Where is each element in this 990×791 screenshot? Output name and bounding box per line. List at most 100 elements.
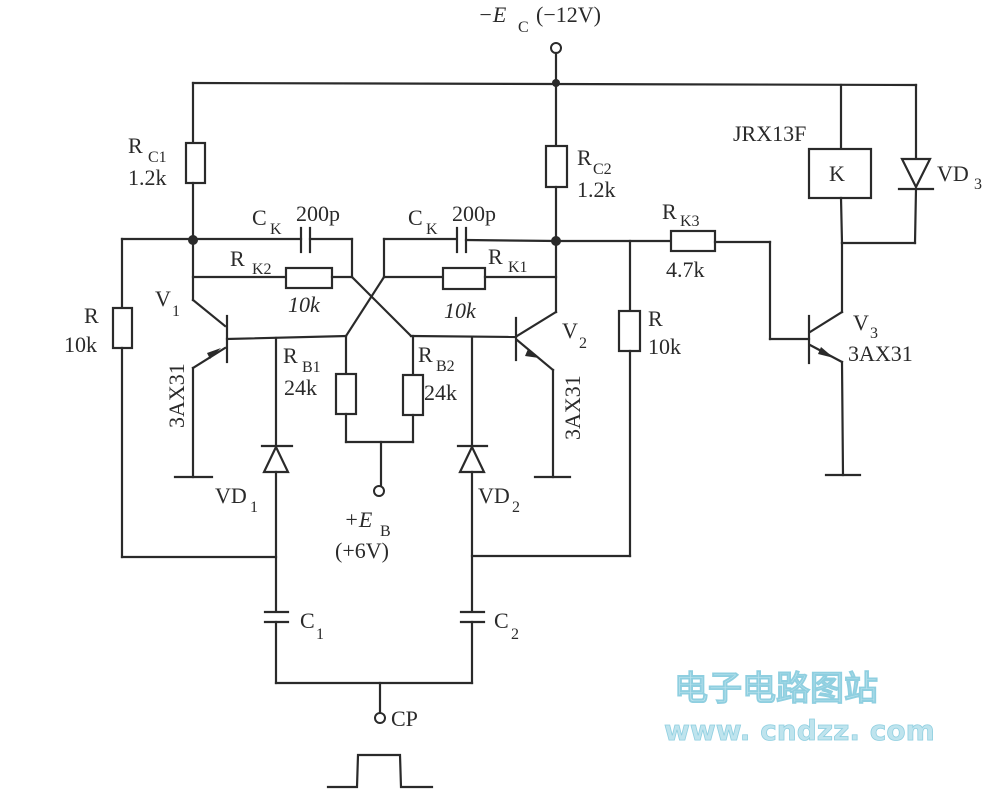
diode-vd3: VD 3 bbox=[897, 83, 982, 245]
ck-right: C K 200p bbox=[382, 201, 558, 279]
resistor-rb1: R B1 24k bbox=[283, 334, 358, 444]
ck-left-sub: K bbox=[270, 221, 282, 238]
v1-sub: 1 bbox=[172, 303, 180, 320]
rk1-label: R bbox=[488, 244, 503, 269]
rb2-sub: B2 bbox=[436, 358, 455, 375]
watermark-url: www. cndzz. com bbox=[664, 714, 935, 747]
rb1-label: R bbox=[283, 343, 298, 368]
v3-model: 3AX31 bbox=[848, 341, 913, 366]
supply-eb: +E B (+6V) bbox=[335, 485, 391, 563]
rc1-sub: C1 bbox=[148, 149, 167, 166]
watermark-title: 电子电路图站 bbox=[674, 669, 878, 709]
rk1-value: 10k bbox=[444, 298, 477, 323]
resistor-r-right: R 10k bbox=[470, 239, 681, 558]
resistor-rk2: R K2 10k bbox=[191, 246, 354, 317]
c1-sub: 1 bbox=[316, 626, 324, 643]
cp-label: CP bbox=[391, 706, 418, 731]
rc2-sub: C2 bbox=[593, 161, 612, 178]
rk1-body bbox=[441, 266, 487, 291]
rc2-label: R bbox=[577, 145, 592, 170]
rk1-sub: K1 bbox=[508, 259, 528, 276]
v2-label: V bbox=[562, 318, 578, 343]
eb-symbol: +E bbox=[344, 507, 373, 532]
cross-wire bbox=[350, 275, 413, 338]
rk3-value: 4.7k bbox=[666, 257, 705, 282]
vd2-label: VD bbox=[478, 483, 510, 508]
eb-value: (+6V) bbox=[335, 538, 389, 563]
v1-label: V bbox=[155, 286, 171, 311]
rc1-body bbox=[184, 141, 207, 185]
vd2-sub: 2 bbox=[512, 499, 520, 516]
ec-value: (−12V) bbox=[536, 2, 601, 27]
ck-right-label: C bbox=[408, 205, 423, 230]
rk2-value: 10k bbox=[288, 292, 321, 317]
diode-triangle-icon bbox=[900, 157, 932, 190]
r-left-body bbox=[111, 306, 134, 350]
resistor-rc1: R C1 1.2k bbox=[128, 81, 207, 240]
resistor-r-left: R 10k bbox=[64, 237, 278, 559]
vd3-sub: 3 bbox=[974, 176, 982, 193]
supply-ec: −E C (−12V) bbox=[478, 2, 601, 85]
pulse-waveform-icon bbox=[326, 753, 434, 789]
rc2-value: 1.2k bbox=[577, 177, 616, 202]
ec-terminal bbox=[550, 42, 562, 54]
rk3-label: R bbox=[662, 199, 677, 224]
resistor-rb2: R B2 24k bbox=[401, 334, 457, 444]
rc1-value: 1.2k bbox=[128, 165, 167, 190]
relay-model: JRX13F bbox=[733, 121, 806, 146]
rk2-sub: K2 bbox=[252, 261, 272, 278]
ec-symbol: −E bbox=[478, 2, 507, 27]
capacitor-c1: C 1 bbox=[263, 608, 324, 685]
rb2-value: 24k bbox=[424, 380, 457, 405]
rb2-body bbox=[401, 373, 425, 417]
diode-triangle-icon bbox=[262, 444, 290, 474]
relay-k-label: K bbox=[829, 161, 845, 186]
transistor-v1: V 1 3AX31 bbox=[155, 238, 348, 479]
diode-triangle-icon bbox=[458, 444, 486, 474]
ck-left-value: 200p bbox=[296, 201, 340, 226]
capacitor-c2: C 2 bbox=[459, 608, 519, 685]
v2-model: 3AX31 bbox=[560, 375, 585, 440]
rc1-label: R bbox=[128, 133, 143, 158]
v3-label: V bbox=[853, 310, 869, 335]
rb1-value: 24k bbox=[284, 375, 317, 400]
ck-right-value: 200p bbox=[452, 201, 496, 226]
v2-sub: 2 bbox=[579, 335, 587, 352]
vd3-label: VD bbox=[937, 161, 969, 186]
c2-sub: 2 bbox=[511, 626, 519, 643]
emitter-arrow-icon bbox=[207, 348, 221, 359]
resistor-rk3: R K3 4.7k bbox=[554, 199, 772, 341]
diode-vd2: VD 2 bbox=[456, 335, 520, 612]
rb1-body bbox=[334, 372, 358, 416]
rb1-sub: B1 bbox=[302, 359, 321, 376]
rk3-body bbox=[669, 229, 717, 253]
watermark: 电子电路图站 www. cndzz. com bbox=[664, 669, 936, 748]
diode-vd1: VD 1 bbox=[215, 336, 294, 612]
relay-coil-body bbox=[807, 147, 873, 200]
r-right-value: 10k bbox=[648, 334, 681, 359]
ck-left-label: C bbox=[252, 205, 267, 230]
emitter-arrow-icon bbox=[818, 347, 834, 358]
ck-left: C K 200p bbox=[120, 201, 354, 279]
cp-terminal bbox=[374, 712, 386, 724]
rb2-label: R bbox=[418, 342, 433, 367]
v1-model: 3AX31 bbox=[164, 363, 189, 428]
emitter-arrow-icon bbox=[525, 349, 539, 358]
rk3-sub: K3 bbox=[680, 213, 700, 230]
resistor-rk1: R K1 10k bbox=[382, 244, 558, 323]
transistor-v2: V 2 3AX31 bbox=[409, 239, 587, 479]
rk2-body bbox=[284, 266, 334, 290]
vd1-sub: 1 bbox=[250, 499, 258, 516]
resistor-rc2: R C2 1.2k bbox=[544, 81, 616, 242]
cross-wire bbox=[344, 275, 386, 338]
r-right-label: R bbox=[648, 306, 663, 331]
eb-sub: B bbox=[380, 523, 391, 540]
ck-right-sub: K bbox=[426, 221, 438, 238]
r-left-label: R bbox=[84, 303, 99, 328]
cp-input: CP bbox=[326, 706, 434, 789]
r-left-value: 10k bbox=[64, 332, 97, 357]
eb-terminal bbox=[373, 485, 385, 497]
relay-k: K JRX13F bbox=[733, 83, 917, 245]
rc2-body bbox=[544, 144, 569, 189]
